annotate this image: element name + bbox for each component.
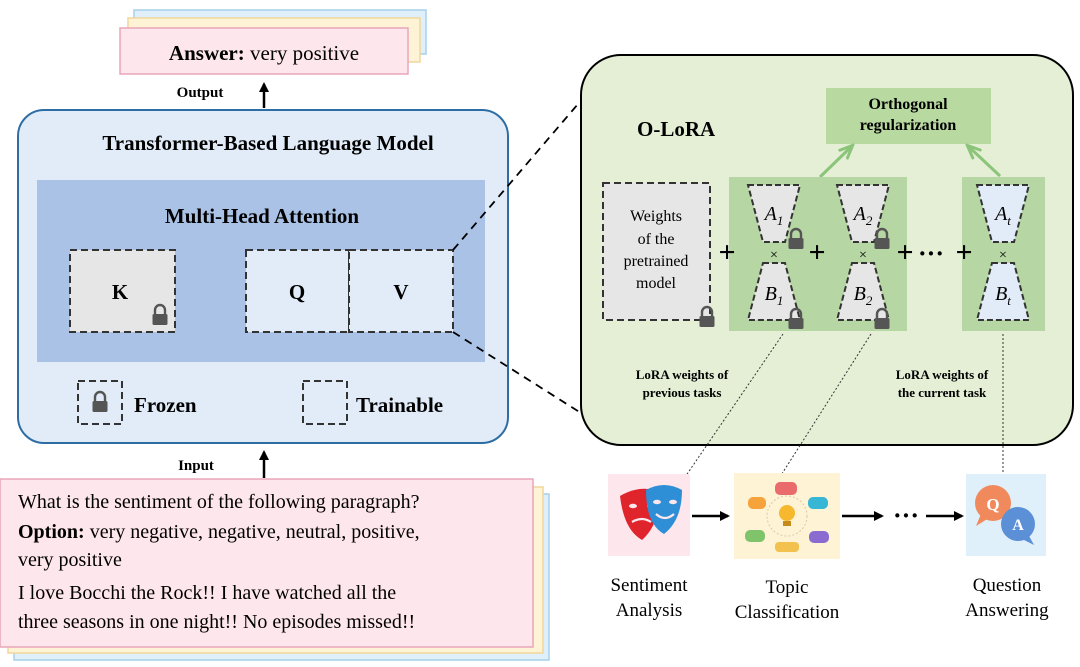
plus-sign-2: + — [808, 236, 825, 269]
query-matrix-box — [245, 249, 350, 333]
lora-times-2: × — [859, 248, 867, 263]
answer-text: Answer: very positive — [169, 41, 359, 65]
lora-b2-trapezoid — [835, 262, 891, 321]
pretrained-line-1: Weights — [630, 208, 682, 225]
task-3-name-line-1: Question — [973, 575, 1042, 596]
plus-sign-4: + — [955, 236, 972, 269]
input-line-2: Option: very negative, negative, neutral… — [18, 521, 420, 543]
legend-trainable-label: Trainable — [356, 393, 443, 417]
pretrained-line-3: pretrained — [624, 253, 689, 270]
input-line-1: What is the sentiment of the following p… — [18, 491, 420, 513]
orthogonal-regularization-box — [826, 88, 991, 144]
o-lora-title: O-LoRA — [637, 117, 716, 141]
plus-sign-1: + — [718, 236, 735, 269]
lora-a2-trapezoid — [835, 184, 891, 243]
lora-bt-label: Bt — [995, 283, 1011, 308]
task-2-name-line-1: Topic — [766, 577, 809, 598]
input-card — [0, 478, 534, 648]
query-label: Q — [289, 280, 305, 304]
task-1-name-line-2: Analysis — [616, 600, 683, 621]
lora-bt-trapezoid — [975, 262, 1031, 321]
value-label: V — [393, 280, 408, 304]
pretrained-line-2: of the — [638, 231, 675, 248]
ortho-label-line-1: Orthogonal — [868, 96, 948, 113]
ortho-label-line-2: regularization — [860, 117, 957, 134]
lora-a1-trapezoid — [746, 184, 802, 243]
lightbulb-speech-bubbles-icon — [734, 473, 840, 559]
input-prompt-text: What is the sentiment of the following p… — [18, 491, 420, 633]
lora-a2-label: A2 — [852, 203, 873, 228]
input-label: Input — [178, 458, 214, 474]
lora-b2-label: B2 — [854, 283, 873, 308]
input-line-5: three seasons in one night!! No episodes… — [18, 611, 415, 633]
model-title: Transformer-Based Language Model — [102, 131, 433, 155]
ortho-arrow-right — [968, 146, 1002, 178]
lora-times-t: × — [999, 248, 1007, 263]
previous-caption-line-1: LoRA weights of — [636, 367, 729, 382]
lora-b1-trapezoid — [746, 262, 802, 321]
pretrained-weights-label: Weights of the pretrained model — [624, 208, 689, 292]
legend-frozen-label: Frozen — [134, 393, 197, 417]
pretrained-weights-box — [602, 182, 711, 321]
current-caption-line-1: LoRA weights of — [896, 367, 989, 382]
task-3-name-line-2: Answering — [965, 600, 1049, 621]
pretrained-line-4: model — [636, 275, 677, 292]
lora-times-1: × — [770, 248, 778, 263]
zoom-line-top — [452, 89, 591, 251]
plus-sign-3: + — [896, 236, 913, 269]
output-label: Output — [177, 85, 224, 101]
lora-ellipsis: ··· — [918, 239, 944, 268]
svg-text:Q: Q — [986, 495, 999, 514]
input-line-4: I love Bocchi the Rock!! I have watched … — [18, 582, 396, 604]
task-1-name-line-1: Sentiment — [610, 575, 688, 596]
attention-title: Multi-Head Attention — [165, 204, 360, 228]
current-caption-line-2: the current task — [898, 385, 987, 400]
previous-caption-line-2: previous tasks — [643, 385, 722, 400]
theater-masks-icon — [608, 474, 690, 556]
input-card-stack — [0, 478, 550, 661]
legend-trainable-swatch — [302, 380, 348, 425]
answer-card — [119, 27, 409, 75]
task-ellipsis: ··· — [893, 501, 919, 530]
qa-speech-bubbles-icon: Q A — [966, 474, 1046, 556]
connector-task-1 — [682, 333, 784, 481]
value-matrix-box — [348, 249, 454, 333]
svg-text:A: A — [1012, 517, 1024, 534]
lora-a1-label: A1 — [763, 203, 784, 228]
task-2-name-line-2: Classification — [735, 602, 840, 623]
key-label: K — [112, 280, 129, 304]
connector-task-2 — [777, 333, 872, 481]
ortho-arrow-left — [818, 146, 852, 179]
lora-b1-label: B1 — [765, 283, 784, 308]
lora-at-label: At — [993, 203, 1011, 228]
answer-card-stack: Answer: very positive — [119, 9, 427, 75]
lora-at-trapezoid — [975, 184, 1031, 243]
input-line-3: very positive — [18, 549, 122, 571]
